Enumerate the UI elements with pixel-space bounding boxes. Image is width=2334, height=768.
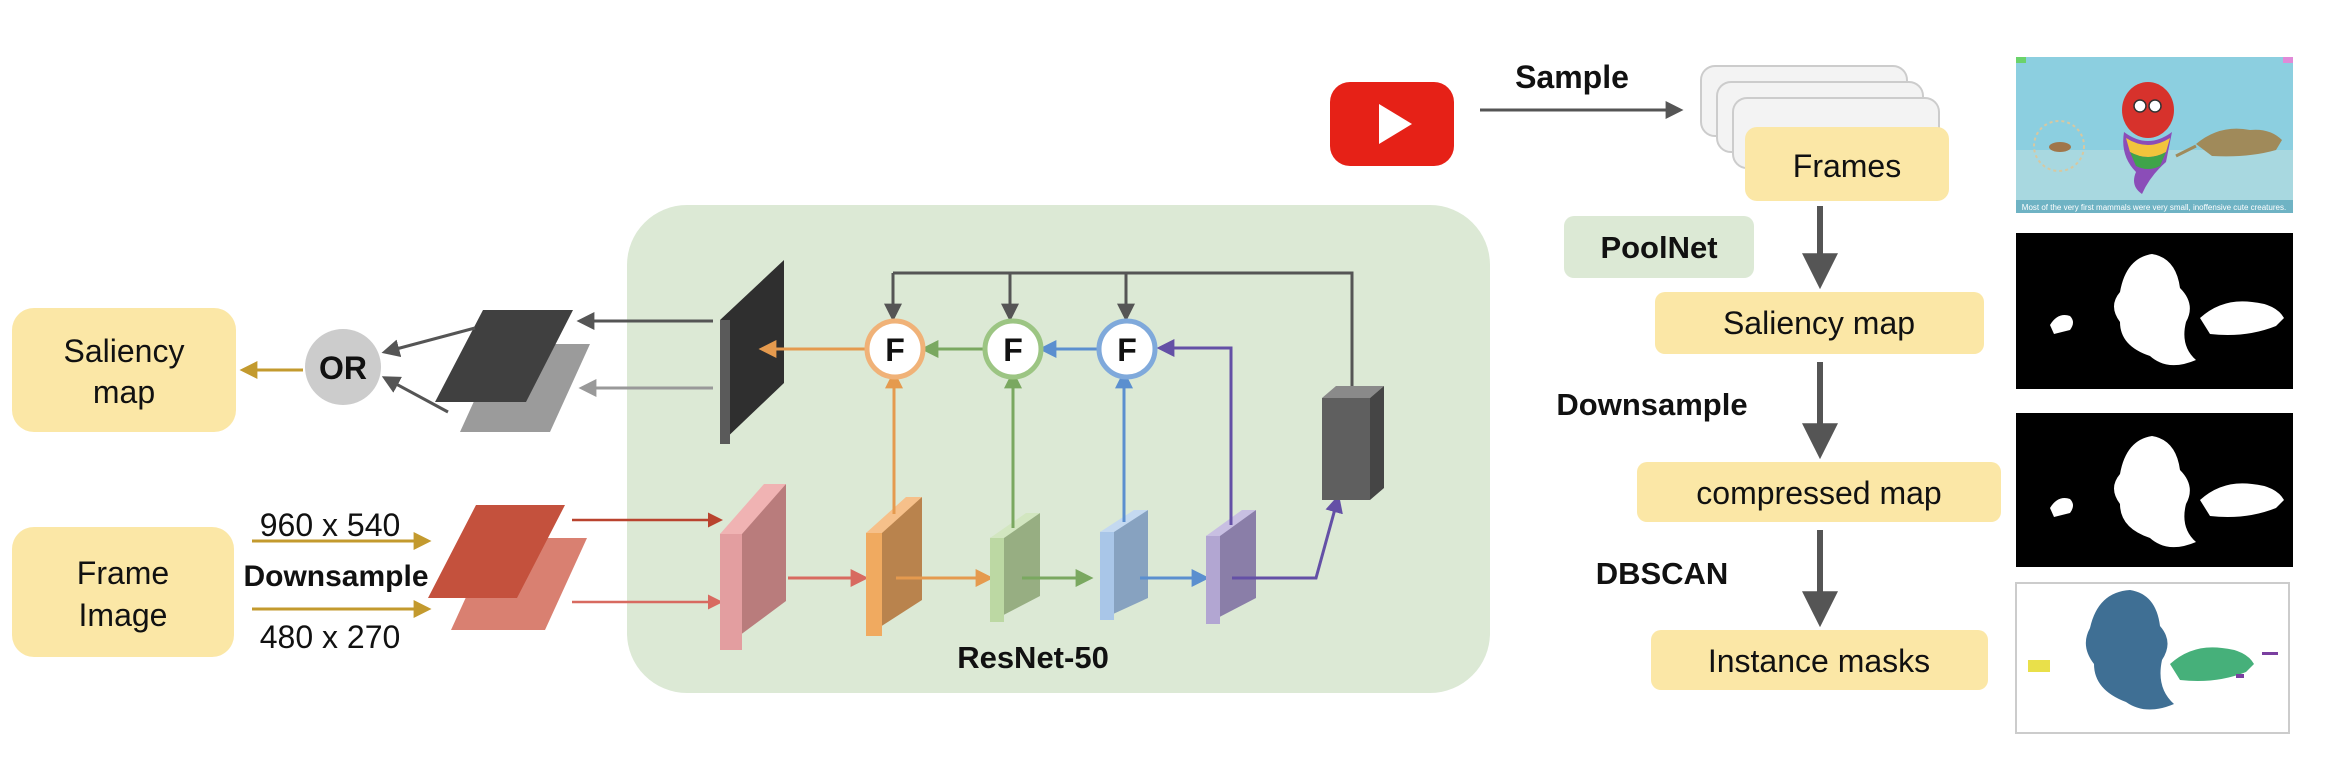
fusion-node-3: F <box>1096 318 1158 380</box>
fusion-node-1-label: F <box>885 332 905 368</box>
poolnet-label: PoolNet <box>1600 230 1717 265</box>
compressed-map-step-box: compressed map <box>1637 462 2001 522</box>
instance-masks-step-box: Instance masks <box>1651 630 1988 690</box>
fusion-node-3-label: F <box>1117 332 1137 368</box>
downsample-right-label: Downsample <box>1556 387 1747 422</box>
video-frame-thumbnail: Most of the very first mammals were very… <box>2016 57 2293 213</box>
stage5-to-global-block-arrow <box>1232 494 1343 580</box>
global-guidance-block <box>1322 386 1384 500</box>
saliency-map-output-box: Saliency map <box>12 308 236 432</box>
light-map-to-or-arrow <box>381 376 449 414</box>
frame-image-input-box: Frame Image <box>12 527 234 657</box>
youtube-play-icon <box>1330 82 1454 166</box>
output-map-dark <box>435 310 573 402</box>
fusion-node-2-label: F <box>1003 332 1023 368</box>
or-label: OR <box>319 350 367 386</box>
sample-label: Sample <box>1515 59 1629 95</box>
global-guidance-bus <box>893 271 1354 386</box>
backbone-label: ResNet-50 <box>957 640 1109 675</box>
downsample-left-label: Downsample <box>243 560 428 593</box>
saliency-map-label-line2: map <box>93 374 155 410</box>
fusion-node-2: F <box>982 318 1044 380</box>
poolnet-box: PoolNet <box>1564 216 1754 278</box>
fusion-node-1: F <box>864 318 926 380</box>
decoder-output-block <box>720 260 784 444</box>
compressed-map-thumbnail <box>2016 413 2293 567</box>
saliency-map-step-label: Saliency map <box>1723 305 1915 341</box>
thumbnail-caption: Most of the very first mammals were very… <box>2022 203 2286 212</box>
instance-masks-step-label: Instance masks <box>1708 643 1930 679</box>
stage5-to-f3-arrow <box>1156 339 1233 525</box>
resolution-low-label: 480 x 270 <box>260 619 401 655</box>
saliency-map-thumbnail <box>2016 233 2293 389</box>
compressed-map-step-label: compressed map <box>1696 475 1941 511</box>
resnet-stage-1 <box>720 484 786 650</box>
saliency-map-step-box: Saliency map <box>1655 292 1984 354</box>
resnet-stage-2 <box>866 497 922 636</box>
resnet-stage-3 <box>990 513 1040 622</box>
frame-image-label-line2: Image <box>79 597 168 633</box>
dbscan-label: DBSCAN <box>1596 556 1729 591</box>
backbone-panel <box>627 205 1490 693</box>
frame-image-label-line1: Frame <box>77 555 169 591</box>
saliency-map-label-line1: Saliency <box>64 333 185 369</box>
frames-label: Frames <box>1793 148 1901 184</box>
or-node: OR <box>305 329 381 405</box>
input-frame-high-res <box>428 505 565 598</box>
resnet-stage-5 <box>1206 510 1256 624</box>
resolution-high-label: 960 x 540 <box>260 507 401 543</box>
dark-map-to-or-arrow <box>381 326 476 357</box>
instance-masks-thumbnail <box>2015 582 2290 734</box>
frames-stack: Frames <box>1700 65 1949 201</box>
